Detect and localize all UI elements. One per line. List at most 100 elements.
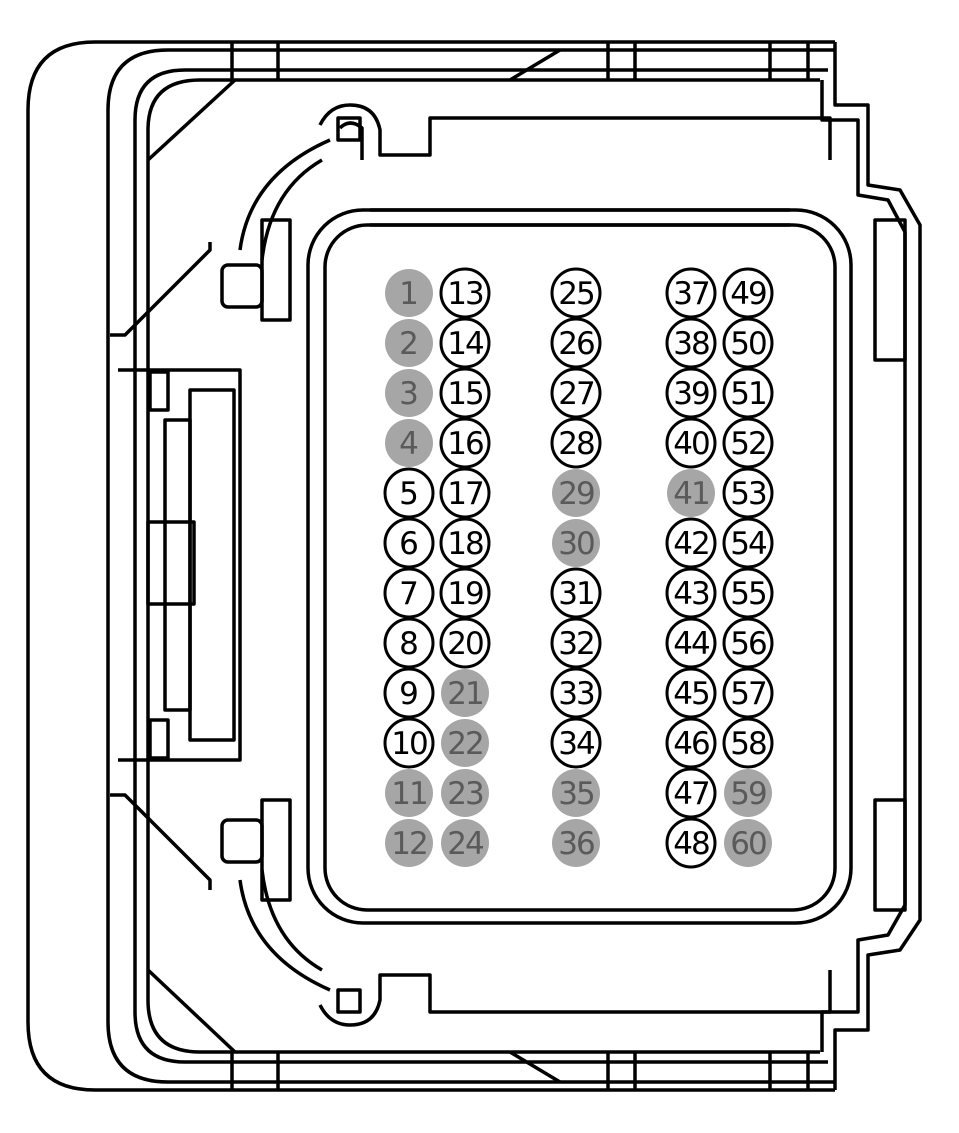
- pin-circle: [665, 417, 717, 469]
- pin-circle: [724, 819, 772, 867]
- pin-circle: [439, 367, 491, 419]
- pin-label: 33: [558, 676, 594, 712]
- pin-circle: [550, 367, 602, 419]
- pin-circle: [383, 517, 435, 569]
- pin-circle: [722, 317, 774, 369]
- pin-1: 1: [385, 269, 433, 317]
- pin-circle: [665, 767, 717, 819]
- pin-37: 37: [665, 267, 717, 319]
- pin-label: 11: [391, 776, 426, 812]
- pin-label: 56: [730, 626, 766, 662]
- pin-label: 57: [730, 676, 766, 712]
- pin-46: 46: [665, 717, 717, 769]
- pin-16: 16: [439, 417, 491, 469]
- pin-13: 13: [439, 267, 491, 319]
- pin-29: 29: [552, 469, 600, 517]
- pin-label: 9: [399, 676, 419, 712]
- pin-circle: [665, 717, 717, 769]
- pin-43: 43: [665, 567, 717, 619]
- pin-circle: [441, 719, 489, 767]
- pin-label: 38: [673, 326, 709, 362]
- pin-28: 28: [550, 417, 602, 469]
- pin-circle: [439, 317, 491, 369]
- pin-25: 25: [550, 267, 602, 319]
- pin-circle: [722, 367, 774, 419]
- pin-50: 50: [722, 317, 774, 369]
- pin-label: 31: [558, 576, 593, 612]
- pin-20: 20: [439, 617, 491, 669]
- pin-47: 47: [665, 767, 717, 819]
- pin-label: 23: [447, 776, 483, 812]
- pin-circle: [441, 769, 489, 817]
- pin-circle: [385, 419, 433, 467]
- pin-54: 54: [722, 517, 774, 569]
- pin-23: 23: [441, 769, 489, 817]
- pin-circle: [550, 317, 602, 369]
- shell-rim: [133, 68, 828, 1064]
- pin-circle: [383, 467, 435, 519]
- pin-label: 60: [730, 826, 766, 862]
- pin-4: 4: [385, 419, 433, 467]
- pin-circle: [665, 517, 717, 569]
- pin-8: 8: [383, 617, 435, 669]
- pin-32: 32: [550, 617, 602, 669]
- pin-label: 20: [447, 626, 483, 662]
- pin-label: 4: [399, 426, 419, 462]
- pin-circle: [722, 567, 774, 619]
- pin-circle: [439, 267, 491, 319]
- pin-circle: [385, 769, 433, 817]
- pin-circle: [441, 669, 489, 717]
- pin-label: 14: [447, 326, 483, 362]
- pin-7: 7: [383, 567, 435, 619]
- pin-circle: [439, 617, 491, 669]
- pin-3: 3: [385, 369, 433, 417]
- pin-45: 45: [665, 667, 717, 719]
- pin-30: 30: [552, 519, 600, 567]
- pin-circle: [722, 417, 774, 469]
- pin-15: 15: [439, 367, 491, 419]
- pin-label: 34: [558, 726, 594, 762]
- pin-label: 27: [558, 376, 594, 412]
- pin-label: 6: [399, 526, 419, 562]
- pin-label: 30: [558, 526, 594, 562]
- pin-label: 39: [673, 376, 709, 412]
- pin-34: 34: [550, 717, 602, 769]
- pin-circle: [439, 417, 491, 469]
- pin-circle: [383, 667, 435, 719]
- pin-10: 10: [383, 717, 435, 769]
- pin-label: 53: [730, 476, 766, 512]
- pin-38: 38: [665, 317, 717, 369]
- pin-label: 32: [558, 626, 593, 662]
- pin-circle: [439, 467, 491, 519]
- pin-label: 49: [730, 276, 766, 312]
- pin-circle: [385, 819, 433, 867]
- pin-circle: [665, 367, 717, 419]
- connector-housing: [26, 40, 922, 1092]
- pin-circle: [441, 819, 489, 867]
- pin-label: 8: [399, 626, 419, 662]
- outer-shell: [26, 40, 835, 1092]
- pin-circle: [722, 667, 774, 719]
- pin-57: 57: [722, 667, 774, 719]
- pin-circle: [552, 769, 600, 817]
- pin-circle: [552, 819, 600, 867]
- pin-label: 48: [673, 826, 709, 862]
- pin-circle: [439, 567, 491, 619]
- pin-label: 24: [447, 826, 483, 862]
- pin-circle: [550, 267, 602, 319]
- pin-27: 27: [550, 367, 602, 419]
- pin-circle: [550, 617, 602, 669]
- pin-2: 2: [385, 319, 433, 367]
- pin-49: 49: [722, 267, 774, 319]
- pin-56: 56: [722, 617, 774, 669]
- pin-label: 25: [558, 276, 594, 312]
- pin-label: 18: [447, 526, 483, 562]
- pin-label: 44: [673, 626, 709, 662]
- pin-circle: [550, 567, 602, 619]
- pin-circle: [724, 769, 772, 817]
- pin-circle: [722, 467, 774, 519]
- pin-22: 22: [441, 719, 489, 767]
- pin-5: 5: [383, 467, 435, 519]
- pin-label: 47: [673, 776, 709, 812]
